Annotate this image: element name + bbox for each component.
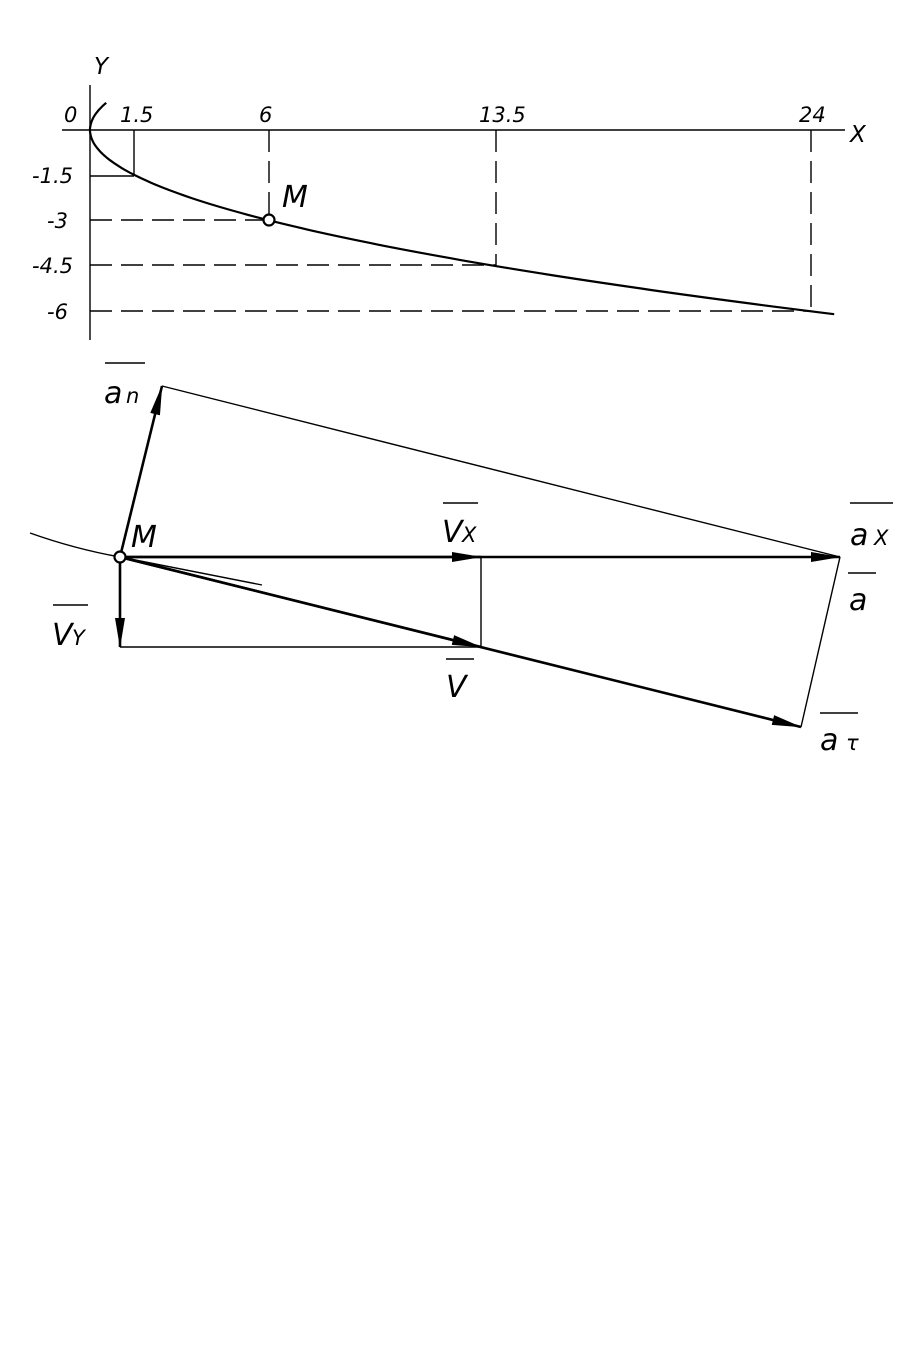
vector-point-m-marker <box>113 550 127 564</box>
label-v: V <box>446 658 474 705</box>
x-tick-1-5: 1.5 <box>120 103 153 127</box>
x-tick-13-5: 13.5 <box>479 103 526 127</box>
point-m-marker <box>262 213 276 227</box>
label-ax-main: a <box>850 518 868 553</box>
label-at: a τ <box>820 712 859 758</box>
y-tick-minus-6: -6 <box>47 300 68 324</box>
x-tick-6: 6 <box>259 103 272 127</box>
an-vector <box>118 385 164 558</box>
an-to-ax-line <box>161 385 841 558</box>
label-an: a n <box>104 362 145 411</box>
label-ax: a X <box>850 502 893 553</box>
trajectory-curve <box>88 101 835 316</box>
trajectory-graph: Y X 0 1.5 6 13.5 24 -1.5 -3 -4.5 -6 M <box>32 54 867 340</box>
ax-to-at-line <box>800 556 841 728</box>
label-v-main: V <box>446 670 469 705</box>
label-vx-main: V <box>442 515 465 550</box>
local-trajectory-curve <box>29 532 121 558</box>
label-a-main: a <box>849 583 867 618</box>
graph-point-m-label: M <box>282 180 308 215</box>
label-ax-sub: X <box>873 526 889 550</box>
label-an-sub: n <box>126 384 139 408</box>
label-vy-main: V <box>52 618 75 653</box>
guide-lines <box>90 130 812 312</box>
label-at-sub: τ <box>846 731 859 755</box>
y-tick-minus-1-5: -1.5 <box>32 164 73 188</box>
label-at-main: a <box>820 723 838 758</box>
y-axis-label: Y <box>94 54 110 80</box>
label-vy-sub: Y <box>72 626 87 650</box>
label-a: a <box>848 572 876 618</box>
origin-label: 0 <box>64 103 77 127</box>
label-vx: V X <box>442 502 478 550</box>
y-tick-minus-4-5: -4.5 <box>32 254 73 278</box>
y-tick-minus-3: -3 <box>47 209 68 233</box>
v-vector <box>119 555 482 649</box>
vector-point-m-label: M <box>131 520 157 555</box>
x-tick-24: 24 <box>799 103 826 127</box>
label-vx-sub: X <box>461 523 477 547</box>
label-vy: V Y <box>52 604 88 653</box>
label-an-main: a <box>104 376 122 411</box>
vector-diagram: M a n a X a a τ V X <box>29 362 893 758</box>
x-axis-label: X <box>849 122 867 148</box>
